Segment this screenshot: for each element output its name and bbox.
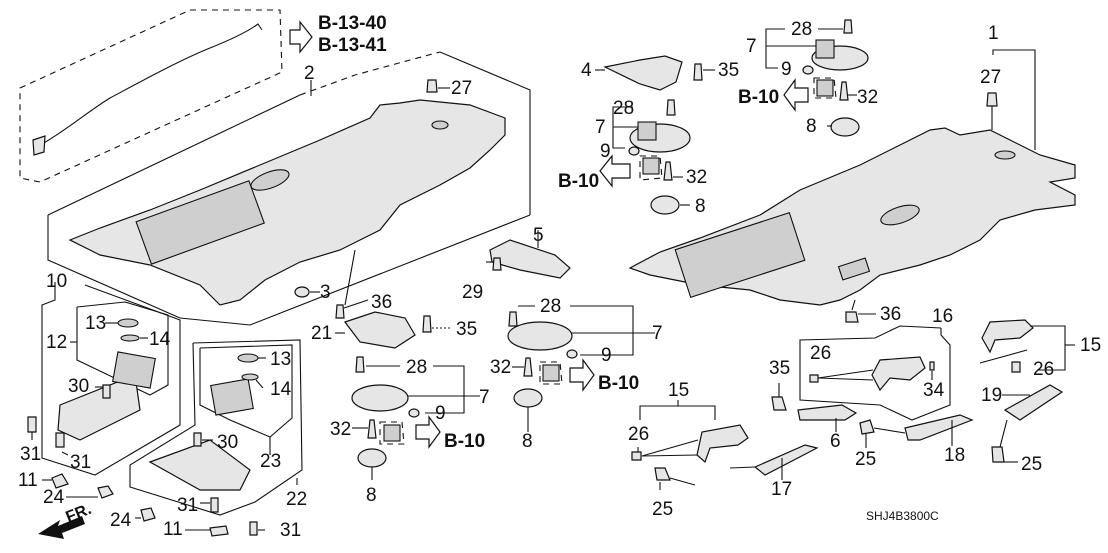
callout-17: 17 — [771, 479, 793, 500]
callout-3: 3 — [320, 282, 331, 303]
front-arrow-icon — [38, 516, 85, 539]
callout-8: 8 — [366, 485, 377, 506]
callout-9: 9 — [435, 403, 446, 424]
callout-8: 8 — [522, 431, 533, 452]
callout-35: 35 — [718, 60, 740, 81]
ref-arrow-b10-a — [599, 154, 631, 188]
callout-32: 32 — [857, 87, 879, 108]
callout-14: 14 — [149, 329, 171, 350]
bracket-4 — [603, 55, 683, 91]
callout-8: 8 — [695, 196, 706, 217]
callout-34: 34 — [923, 380, 945, 401]
callout-26: 26 — [1033, 359, 1055, 380]
grab-handle-group-15-right — [979, 319, 1075, 463]
plate-5 — [489, 239, 571, 279]
callout-7: 7 — [595, 117, 606, 138]
ref-label-b10-b[interactable]: B-10 — [738, 87, 780, 108]
callout-11: 11 — [18, 470, 38, 491]
callout-26: 26 — [810, 343, 832, 364]
ref-arrow-b10-c — [569, 358, 595, 392]
callout-28: 28 — [540, 296, 562, 317]
callout-19: 19 — [981, 385, 1003, 406]
callout-15: 15 — [668, 380, 690, 401]
callout-25: 25 — [1021, 454, 1043, 475]
callout-27: 27 — [451, 78, 473, 99]
callout-1: 1 — [988, 23, 999, 44]
callout-31: 31 — [177, 495, 199, 516]
ref-arrow-b10-d — [415, 415, 441, 449]
callout-28: 28 — [406, 357, 428, 378]
map-light-upper-left — [612, 99, 691, 215]
callout-24: 24 — [110, 510, 132, 531]
callout-5: 5 — [533, 225, 544, 246]
callout-16: 16 — [932, 306, 954, 327]
sunvisor-right — [129, 339, 303, 537]
housing-21 — [344, 311, 416, 349]
callout-9: 9 — [781, 59, 792, 80]
callout-7: 7 — [652, 323, 663, 344]
callout-9: 9 — [600, 141, 611, 162]
sunvisor-left — [27, 282, 181, 499]
callout-36: 36 — [880, 304, 902, 325]
curtain-airbag-assembly — [19, 9, 283, 183]
callout-10: 10 — [46, 271, 68, 292]
callout-13: 13 — [85, 313, 107, 334]
map-light-center-left — [351, 356, 480, 480]
callout-32: 32 — [330, 419, 352, 440]
callout-32: 32 — [686, 167, 708, 188]
callout-26: 26 — [628, 424, 650, 445]
grab-handle-group-15-left — [631, 400, 819, 490]
callout-2: 2 — [304, 63, 315, 84]
callout-25: 25 — [855, 449, 877, 470]
callout-30: 30 — [68, 376, 90, 397]
callout-24: 24 — [43, 487, 65, 508]
callout-18: 18 — [944, 445, 966, 466]
callout-27: 27 — [980, 67, 1002, 88]
callout-28: 28 — [791, 19, 813, 40]
callout-7: 7 — [479, 387, 490, 408]
callout-13: 13 — [270, 349, 292, 370]
callout-9: 9 — [601, 345, 612, 366]
clip-3 — [294, 286, 310, 298]
headliner-right — [628, 49, 1076, 306]
ref-arrow-b13 — [289, 20, 313, 54]
callout-12: 12 — [46, 332, 68, 353]
callout-31: 31 — [20, 444, 42, 465]
callout-29: 29 — [462, 282, 484, 303]
ref-label-b10-d[interactable]: B-10 — [444, 431, 486, 452]
ref-label-b10-c[interactable]: B-10 — [598, 373, 640, 394]
callout-8: 8 — [806, 116, 817, 137]
callout-7: 7 — [746, 36, 757, 57]
callout-23: 23 — [260, 451, 282, 472]
ref-label-b10-a[interactable]: B-10 — [558, 171, 600, 192]
callout-4: 4 — [581, 60, 592, 81]
map-light-center-right — [507, 305, 655, 432]
grab-handle-group-16 — [771, 325, 974, 448]
clip-27-right — [986, 92, 998, 107]
ref-label-b13-40[interactable]: B-13-40 — [318, 13, 387, 34]
ref-arrow-b10-b — [783, 78, 809, 112]
clip-27-left — [426, 79, 438, 93]
callout-21: 21 — [311, 323, 333, 344]
callout-30: 30 — [217, 432, 239, 453]
diagram-code: SHJ4B3800C — [866, 509, 939, 523]
callout-28: 28 — [613, 98, 635, 119]
callout-22: 22 — [286, 489, 308, 510]
callout-6: 6 — [830, 431, 841, 452]
callout-31: 31 — [70, 452, 92, 473]
callout-35: 35 — [769, 358, 791, 379]
callout-32: 32 — [490, 357, 512, 378]
callout-11: 11 — [163, 519, 183, 540]
callout-25: 25 — [652, 499, 674, 520]
callout-35: 35 — [456, 319, 478, 340]
headliner-left — [47, 51, 531, 326]
callout-15: 15 — [1080, 335, 1102, 356]
callout-36: 36 — [371, 292, 393, 313]
map-light-upper-right — [765, 19, 869, 137]
callout-14: 14 — [270, 379, 292, 400]
ref-label-b13-41[interactable]: B-13-41 — [318, 35, 387, 56]
callout-31: 31 — [280, 520, 302, 541]
